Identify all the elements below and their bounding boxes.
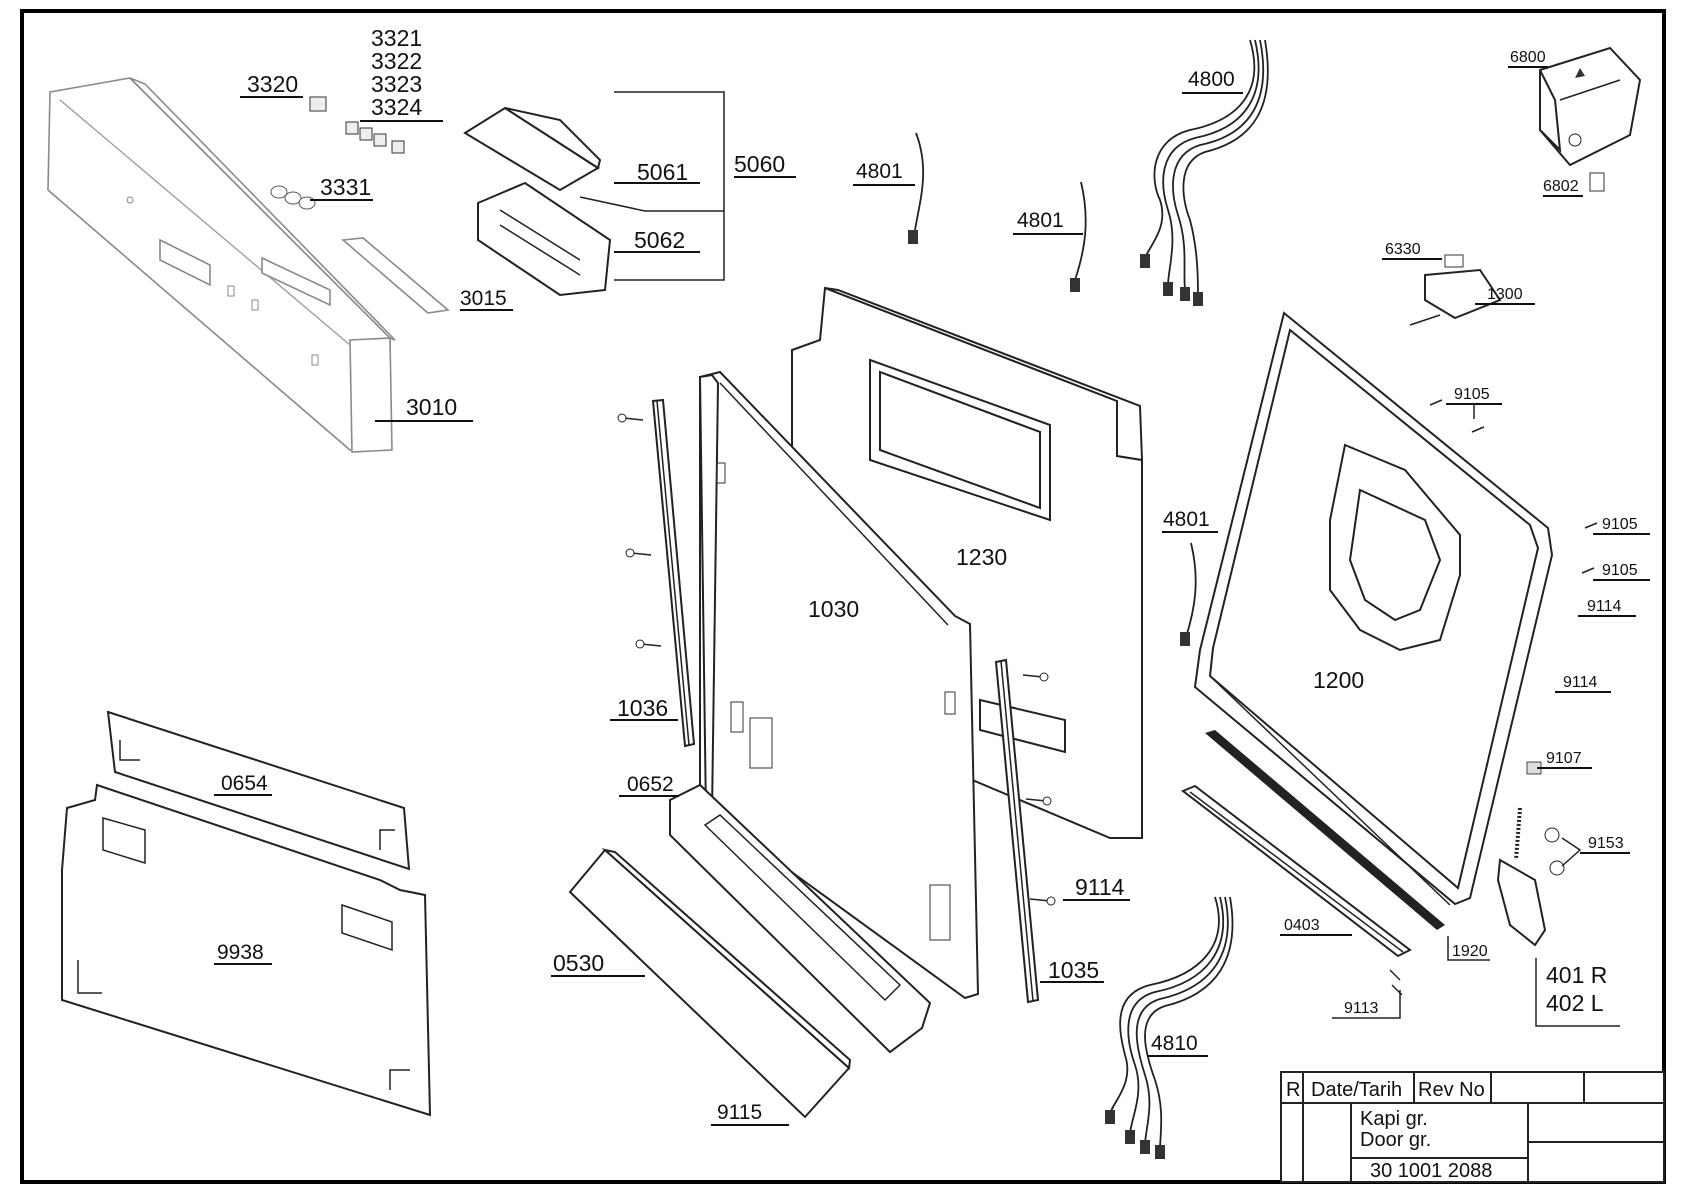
label-6800: 6800 bbox=[1510, 49, 1546, 66]
label-9107: 9107 bbox=[1546, 750, 1582, 767]
part-6802 bbox=[1589, 172, 1605, 192]
label-9113: 9113 bbox=[1344, 1000, 1379, 1017]
kick-plate-0530 bbox=[568, 848, 852, 1119]
label-3331: 3331 bbox=[320, 174, 371, 200]
title-block-rev: Rev No bbox=[1418, 1079, 1485, 1101]
label-4801-a: 4801 bbox=[856, 160, 903, 183]
label-1036: 1036 bbox=[617, 695, 668, 721]
title-block-date: Date/Tarih bbox=[1311, 1079, 1402, 1101]
label-3323: 3323 bbox=[371, 71, 422, 97]
label-0530: 0530 bbox=[553, 950, 604, 976]
electronic-card-5061 bbox=[463, 106, 602, 192]
label-1035: 1035 bbox=[1048, 957, 1099, 983]
label-9153: 9153 bbox=[1588, 835, 1624, 852]
label-4801-c: 4801 bbox=[1163, 508, 1210, 531]
label-0654: 0654 bbox=[221, 772, 268, 795]
label-3324: 3324 bbox=[371, 94, 422, 120]
title-block-name-en: Door gr. bbox=[1360, 1129, 1431, 1151]
label-9115: 9115 bbox=[717, 1101, 762, 1124]
label-401R: 401 R bbox=[1546, 962, 1607, 988]
screws-1035 bbox=[1022, 672, 1056, 906]
label-402L: 402 L bbox=[1546, 990, 1604, 1016]
label-1300: 1300 bbox=[1487, 286, 1523, 303]
label-3010: 3010 bbox=[406, 394, 457, 420]
label-5062: 5062 bbox=[634, 227, 685, 253]
screws-9105 bbox=[1429, 399, 1598, 574]
inner-door-1200 bbox=[1193, 311, 1554, 906]
label-4801-b: 4801 bbox=[1017, 209, 1064, 232]
label-0652: 0652 bbox=[627, 773, 674, 796]
side-profile-1036 bbox=[651, 398, 696, 748]
label-9114-a: 9114 bbox=[1587, 598, 1622, 615]
label-9105-b: 9105 bbox=[1602, 516, 1638, 533]
control-panel-3010 bbox=[47, 77, 396, 453]
label-1200: 1200 bbox=[1313, 667, 1364, 693]
bottom-cover-0652 bbox=[669, 783, 932, 1054]
title-block-name-tr: Kapi gr. bbox=[1360, 1108, 1428, 1130]
bottom-rail-0403 bbox=[1181, 784, 1412, 958]
label-3015: 3015 bbox=[460, 287, 507, 310]
label-6802: 6802 bbox=[1543, 178, 1579, 195]
plate-9938 bbox=[61, 783, 432, 1117]
title-block bbox=[1280, 1071, 1665, 1183]
buttons-group bbox=[270, 96, 405, 210]
part-3015 bbox=[341, 237, 450, 314]
label-9114-b: 9114 bbox=[1563, 674, 1598, 691]
cable-4801-c bbox=[1184, 542, 1197, 641]
cable-4801-a bbox=[914, 132, 925, 231]
label-1230: 1230 bbox=[956, 544, 1007, 570]
screws-1036 bbox=[617, 413, 662, 649]
cable-4801-b bbox=[1074, 181, 1087, 281]
label-6330: 6330 bbox=[1385, 241, 1421, 258]
plate-0654 bbox=[106, 710, 411, 871]
label-9938: 9938 bbox=[217, 941, 264, 964]
cable-4800 bbox=[1140, 39, 1269, 306]
title-block-r: R bbox=[1286, 1079, 1300, 1101]
label-1920: 1920 bbox=[1452, 943, 1488, 960]
label-3322: 3322 bbox=[371, 48, 422, 74]
door-lock-1300 bbox=[1409, 254, 1502, 326]
label-9105-c: 9105 bbox=[1602, 562, 1638, 579]
title-block-drawing-no: 30 1001 2088 bbox=[1370, 1160, 1492, 1182]
label-3320: 3320 bbox=[247, 71, 298, 97]
label-1030: 1030 bbox=[808, 596, 859, 622]
outer-door-panel-1030 bbox=[698, 370, 980, 1000]
side-profile-1035 bbox=[994, 658, 1040, 1004]
label-5060: 5060 bbox=[734, 151, 785, 177]
label-4800: 4800 bbox=[1188, 68, 1235, 91]
detergent-dispenser-6800 bbox=[1539, 46, 1642, 167]
door-seal-1920 bbox=[1205, 730, 1445, 930]
label-9114-c: 9114 bbox=[1075, 874, 1125, 900]
hinge-401R-402L bbox=[1496, 807, 1565, 947]
label-9105-a: 9105 bbox=[1454, 386, 1490, 403]
label-5061: 5061 bbox=[637, 159, 688, 185]
cable-4810 bbox=[1105, 896, 1234, 1159]
label-4810: 4810 bbox=[1151, 1032, 1198, 1055]
electronic-card-5062 bbox=[477, 181, 612, 297]
label-3321: 3321 bbox=[371, 25, 422, 51]
label-0403: 0403 bbox=[1284, 917, 1320, 934]
